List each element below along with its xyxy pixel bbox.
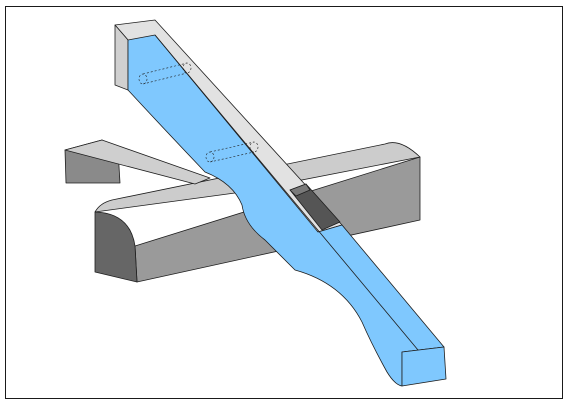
strut-edge-line — [154, 34, 419, 351]
hidden-hole-lower — [205, 141, 259, 163]
strut-front-face — [127, 34, 445, 387]
strut-end-face — [401, 346, 447, 387]
selected-strut[interactable] — [114, 19, 447, 387]
hidden-hole-upper — [138, 62, 192, 85]
beam-top-face-far — [64, 139, 211, 185]
strut-slot-side — [289, 183, 311, 197]
beam-near-end-face — [94, 211, 138, 283]
